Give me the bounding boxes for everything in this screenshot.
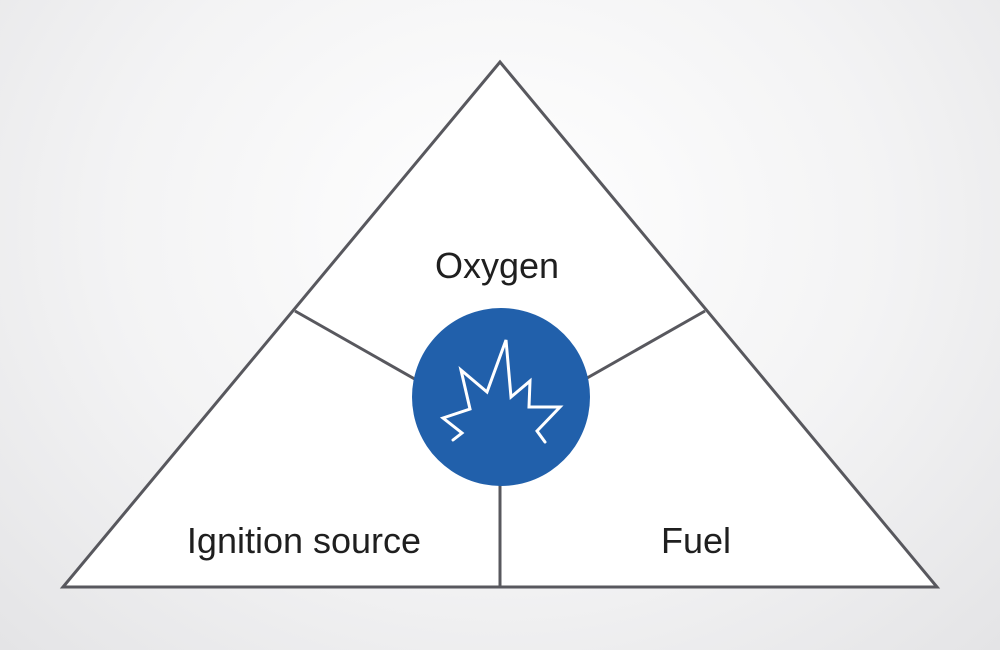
label-oxygen: Oxygen (435, 245, 559, 286)
divider-left (294, 309, 421, 384)
divider-right (579, 309, 706, 384)
label-fuel: Fuel (661, 520, 731, 561)
flame-icon (439, 339, 564, 444)
label-ignition-source: Ignition source (187, 520, 421, 561)
center-circle (412, 308, 590, 486)
